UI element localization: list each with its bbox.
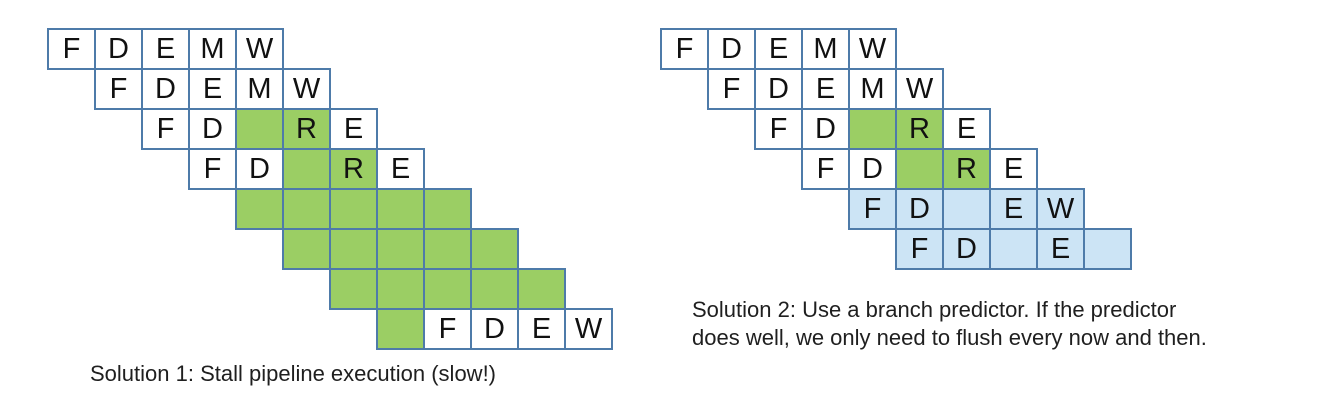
pipeline-cell: F <box>660 28 709 70</box>
pipeline-cell: E <box>188 68 237 110</box>
pipeline-cell: E <box>517 308 566 350</box>
pipeline-cell: F <box>141 108 190 150</box>
pipeline-cell: F <box>895 228 944 270</box>
pipeline-cell <box>376 308 425 350</box>
pipeline-cell <box>423 228 472 270</box>
pipeline-cell <box>470 228 519 270</box>
pipeline-cell: M <box>848 68 897 110</box>
pipeline-cell <box>329 188 378 230</box>
pipeline-cell: F <box>94 68 143 110</box>
pipeline-cell <box>1083 228 1132 270</box>
pipeline-cell: R <box>895 108 944 150</box>
pipeline-cell <box>470 268 519 310</box>
pipeline-cell: D <box>141 68 190 110</box>
pipeline-cell: F <box>423 308 472 350</box>
pipeline-cell <box>376 188 425 230</box>
pipeline-cell: D <box>188 108 237 150</box>
pipeline-cell: E <box>989 188 1038 230</box>
pipeline-cell: W <box>848 28 897 70</box>
pipeline-cell: D <box>895 188 944 230</box>
pipeline-cell: D <box>235 148 284 190</box>
pipeline-cell: E <box>989 148 1038 190</box>
pipeline-cell: W <box>564 308 613 350</box>
pipeline-cell <box>235 188 284 230</box>
pipeline-cell <box>329 268 378 310</box>
pipeline-cell: E <box>942 108 991 150</box>
pipeline-cell: D <box>707 28 756 70</box>
pipeline-cell: D <box>470 308 519 350</box>
pipeline-cell: R <box>942 148 991 190</box>
solution2-caption-line2: does well, we only need to flush every n… <box>692 325 1207 350</box>
pipeline-cell <box>848 108 897 150</box>
pipeline-cell: M <box>801 28 850 70</box>
solution2-caption: Solution 2: Use a branch predictor. If t… <box>692 296 1207 352</box>
pipeline-cell: E <box>376 148 425 190</box>
pipeline-cell: E <box>329 108 378 150</box>
pipeline-cell: W <box>1036 188 1085 230</box>
pipeline-cell: D <box>754 68 803 110</box>
pipeline-cell: M <box>235 68 284 110</box>
pipeline-cell <box>376 228 425 270</box>
pipeline-cell: D <box>848 148 897 190</box>
pipeline-cell: W <box>235 28 284 70</box>
pipeline-cell <box>282 188 331 230</box>
pipeline-cell: F <box>707 68 756 110</box>
pipeline-cell <box>895 148 944 190</box>
pipeline-cell: W <box>895 68 944 110</box>
pipeline-cell: D <box>942 228 991 270</box>
pipeline-cell: E <box>141 28 190 70</box>
pipeline-cell <box>517 268 566 310</box>
pipeline-cell: F <box>188 148 237 190</box>
pipeline-cell: F <box>848 188 897 230</box>
pipeline-cell <box>942 188 991 230</box>
pipeline-cell: E <box>801 68 850 110</box>
pipeline-cell <box>329 228 378 270</box>
pipeline-cell <box>423 188 472 230</box>
pipeline-cell <box>282 148 331 190</box>
pipeline-cell: M <box>188 28 237 70</box>
pipeline-cell: W <box>282 68 331 110</box>
pipeline-cell: R <box>282 108 331 150</box>
pipeline-cell <box>282 228 331 270</box>
solution1-caption: Solution 1: Stall pipeline execution (sl… <box>90 361 497 386</box>
solution2-caption-line1: Solution 2: Use a branch predictor. If t… <box>692 297 1177 322</box>
pipeline-cell <box>423 268 472 310</box>
pipeline-cell: F <box>47 28 96 70</box>
pipeline-cell: D <box>801 108 850 150</box>
pipeline-cell: E <box>1036 228 1085 270</box>
pipeline-cell <box>376 268 425 310</box>
pipeline-cell: F <box>754 108 803 150</box>
pipeline-cell: E <box>754 28 803 70</box>
pipeline-cell: F <box>801 148 850 190</box>
pipeline-cell <box>235 108 284 150</box>
pipeline-cell <box>989 228 1038 270</box>
pipeline-cell: R <box>329 148 378 190</box>
pipeline-cell: D <box>94 28 143 70</box>
